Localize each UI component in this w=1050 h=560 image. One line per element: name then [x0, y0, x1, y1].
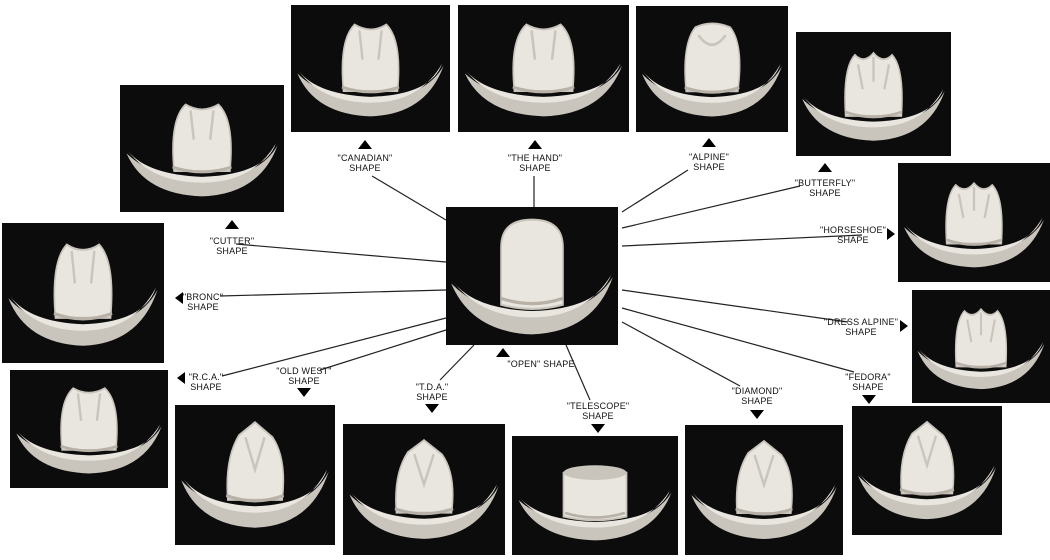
arrow-left-bronc [175, 292, 183, 304]
connector-line [235, 243, 447, 263]
alpine-shape-photo [636, 6, 788, 132]
fedora-shape-photo [852, 406, 1002, 535]
label-alpine: "ALPINE"SHAPE [688, 152, 730, 172]
telescope-shape-photo [512, 436, 678, 555]
connector-line [621, 307, 855, 373]
arrow-up-butterfly [818, 163, 832, 172]
arrow-down-diamond [750, 410, 764, 419]
label-open: "OPEN" SHAPE [507, 359, 575, 369]
label-horseshoe: "HORSESHOE"SHAPE [819, 225, 887, 245]
connector-line [621, 185, 801, 229]
label-fedora: "FEDORA"SHAPE [845, 372, 891, 392]
arrow-down-old-west [297, 388, 311, 397]
arrow-right-dress-alpine [900, 320, 908, 332]
label-telescope: "TELESCOPE"SHAPE [566, 401, 630, 421]
label-tda: "T.D.A."SHAPE [415, 382, 449, 402]
connector-line [221, 317, 447, 377]
tda-shape-photo [343, 424, 505, 555]
connector-line [319, 329, 447, 371]
dress-alpine-shape-photo [912, 290, 1050, 403]
label-butterfly: "BUTTERFLY"SHAPE [794, 178, 856, 198]
canadian-shape-photo [291, 5, 450, 132]
butterfly-shape-photo [796, 32, 951, 156]
open-shape-photo [446, 207, 618, 345]
connector-line [621, 169, 689, 213]
arrow-up-cutter [225, 220, 239, 229]
unlabeled-shape-photo [120, 85, 284, 212]
connector-line [621, 234, 863, 247]
diamond-shape-photo [685, 425, 843, 555]
arrow-left-rca [177, 372, 185, 384]
arrow-down-tda [425, 404, 439, 413]
arrow-up-alpine [702, 138, 716, 147]
connector-line [621, 321, 741, 387]
horseshoe-shape-photo [898, 163, 1050, 282]
arrow-down-telescope [591, 424, 605, 433]
label-old-west: "OLD WEST"SHAPE [276, 366, 332, 386]
label-the-hand: "THE HAND"SHAPE [507, 153, 563, 173]
connector-line [219, 289, 447, 297]
connector-line [439, 344, 475, 381]
arrow-right-horseshoe [887, 228, 895, 240]
label-diamond: "DIAMOND"SHAPE [731, 386, 783, 406]
bronc-shape-photo [2, 223, 164, 363]
label-cutter: "CUTTER"SHAPE [209, 236, 255, 256]
rca-shape-photo [10, 370, 168, 488]
the-hand-shape-photo [458, 5, 629, 132]
connector-line [565, 344, 591, 401]
label-bronc: "BRONC"SHAPE [182, 292, 224, 312]
label-canadian: "CANADIAN"SHAPE [337, 153, 393, 173]
label-dress-alpine: "DRESS ALPINE"SHAPE [823, 317, 899, 337]
connector-line [621, 289, 849, 323]
connector-line [371, 175, 447, 221]
old-west-shape-photo [175, 405, 335, 545]
arrow-up-canadian [358, 140, 372, 149]
label-rca: "R.C.A."SHAPE [188, 372, 224, 392]
arrow-up-the-hand [528, 140, 542, 149]
arrow-down-fedora [862, 395, 876, 404]
arrow-up-open [496, 348, 510, 357]
